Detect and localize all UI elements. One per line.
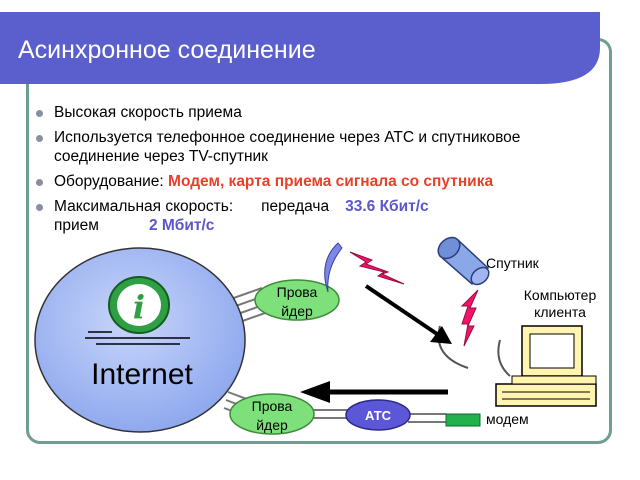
svg-text:йдер: йдер (256, 417, 288, 433)
cable-provider-ats (312, 409, 350, 419)
bullet-text-2: Используется телефонное соединение через… (54, 129, 521, 165)
title-banner (0, 12, 600, 84)
computer-label: Компьютер (524, 287, 597, 303)
internet-label: Internet (91, 358, 193, 391)
bullet-dot-icon (36, 135, 43, 142)
modem-label: модем (486, 411, 529, 427)
arrow-satellite-to-client (364, 284, 452, 344)
recv-value: 2 Мбит/с (148, 217, 215, 234)
client-computer-icon (495, 325, 597, 407)
info-icon: i (85, 276, 190, 345)
lightning-icon (349, 251, 405, 285)
provider-bottom: Прова йдер (229, 393, 315, 435)
bullet-item: Высокая скорость приема (36, 103, 606, 122)
provider-dish-icon (324, 242, 343, 293)
bullet-item: Используется телефонное соединение через… (36, 128, 606, 166)
satellite-label: Спутник (486, 255, 540, 271)
send-label: передача (261, 198, 330, 215)
bullet-text-1: Высокая скорость приема (54, 104, 242, 121)
svg-text:Прова: Прова (277, 284, 318, 300)
recv-label: прием (54, 217, 99, 234)
receiver-dish-icon (497, 339, 511, 377)
bullet-list: Высокая скорость приема Используется тел… (36, 103, 606, 241)
bullet-item: Оборудование: Модем, карта приема сигнал… (36, 172, 606, 191)
ats-node: АТС (345, 399, 411, 431)
lightning-icon (460, 289, 479, 347)
modem-icon (445, 413, 481, 427)
bullet-dot-icon (36, 204, 43, 211)
page-title: Асинхронное соединение (18, 36, 316, 64)
computer-label: клиента (534, 304, 586, 320)
bullet-text-3-prefix: Оборудование: (54, 173, 169, 190)
svg-text:i: i (133, 288, 145, 326)
svg-text:йдер: йдер (281, 303, 313, 319)
satellite-icon (437, 236, 490, 286)
bullet-item: Максимальная скорость: передача 33.6 Кбит/… (36, 197, 606, 235)
svg-text:АТС: АТС (365, 408, 392, 423)
svg-text:Прова: Прова (252, 398, 293, 414)
internet-cloud (34, 247, 246, 433)
cable-ats-modem (408, 413, 446, 423)
arrow-to-provider (300, 381, 448, 403)
provider-top: Прова йдер (254, 279, 340, 321)
bullet-dot-icon (36, 110, 43, 117)
send-value: 33.6 Кбит/с (345, 198, 429, 215)
equipment-highlight: Модем, карта приема сигнала со спутника (168, 173, 494, 190)
bullet-dot-icon (36, 179, 43, 186)
max-speed-label: Максимальная скорость: (54, 198, 234, 215)
